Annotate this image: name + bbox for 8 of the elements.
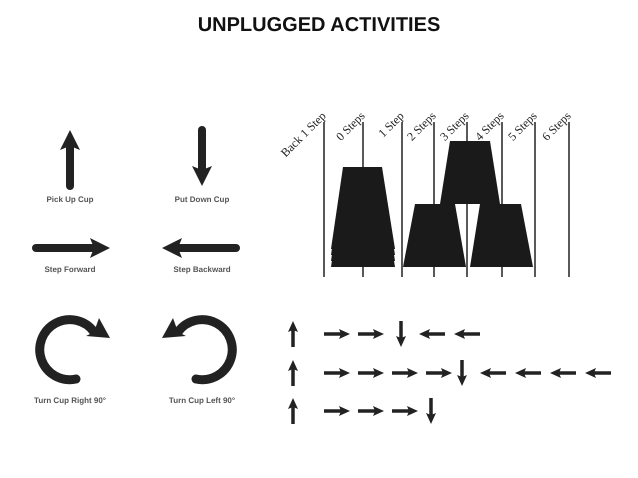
step-label: 1 Step bbox=[376, 110, 406, 140]
symbol-caption: Step Backward bbox=[173, 265, 231, 274]
symbol-caption: Pick Up Cup bbox=[46, 195, 94, 204]
title: UNPLUGGED ACTIVITIES bbox=[196, 14, 442, 37]
symbol-caption: Turn Cup Right 90° bbox=[34, 396, 106, 405]
symbol-caption: Step Forward bbox=[44, 265, 96, 274]
symbol-caption: Put Down Cup bbox=[174, 195, 230, 204]
symbol-caption: Turn Cup Left 90° bbox=[168, 396, 236, 405]
